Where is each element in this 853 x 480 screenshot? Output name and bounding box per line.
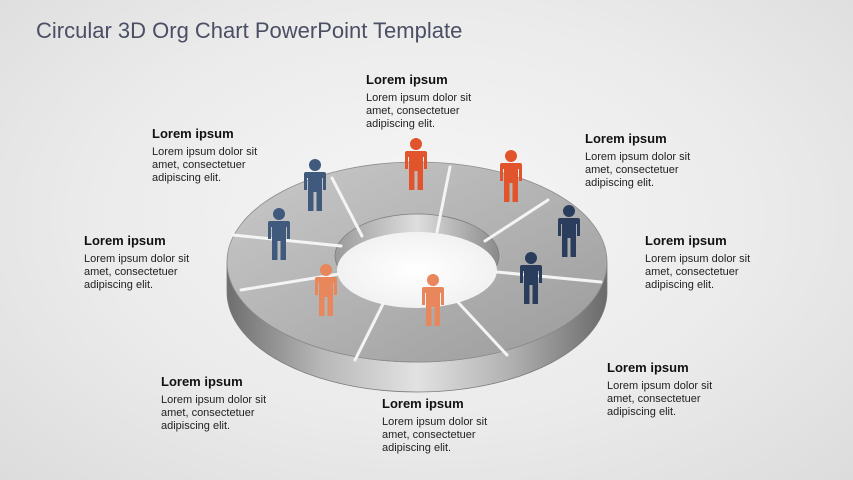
segment-divider [453, 297, 509, 357]
segment-dividers [231, 165, 603, 362]
block-heading: Lorem ipsum [585, 131, 667, 146]
segment-divider [239, 272, 341, 292]
person-icon [315, 264, 337, 316]
person-icon [558, 205, 580, 257]
segment-divider [330, 176, 364, 238]
segment-divider [231, 233, 343, 248]
ring-hole [337, 232, 497, 308]
person-icon [405, 138, 427, 190]
person-icon [422, 274, 444, 326]
person-icon [500, 150, 522, 202]
slide-title: Circular 3D Org Chart PowerPoint Templat… [36, 18, 463, 43]
person-icon [304, 159, 326, 211]
segment-divider [483, 198, 550, 243]
block-heading: Lorem ipsum [607, 360, 689, 375]
block-heading: Lorem ipsum [366, 72, 448, 87]
people-layer [268, 138, 580, 326]
block-heading: Lorem ipsum [152, 126, 234, 141]
segment-divider [353, 298, 387, 362]
segment-divider [435, 165, 452, 234]
person-icon [268, 208, 290, 260]
person-icon [520, 252, 542, 304]
segment-divider [495, 270, 603, 284]
block-heading: Lorem ipsum [645, 233, 727, 248]
block-heading: Lorem ipsum [84, 233, 166, 248]
block-heading: Lorem ipsum [382, 396, 464, 411]
block-heading: Lorem ipsum [161, 374, 243, 389]
